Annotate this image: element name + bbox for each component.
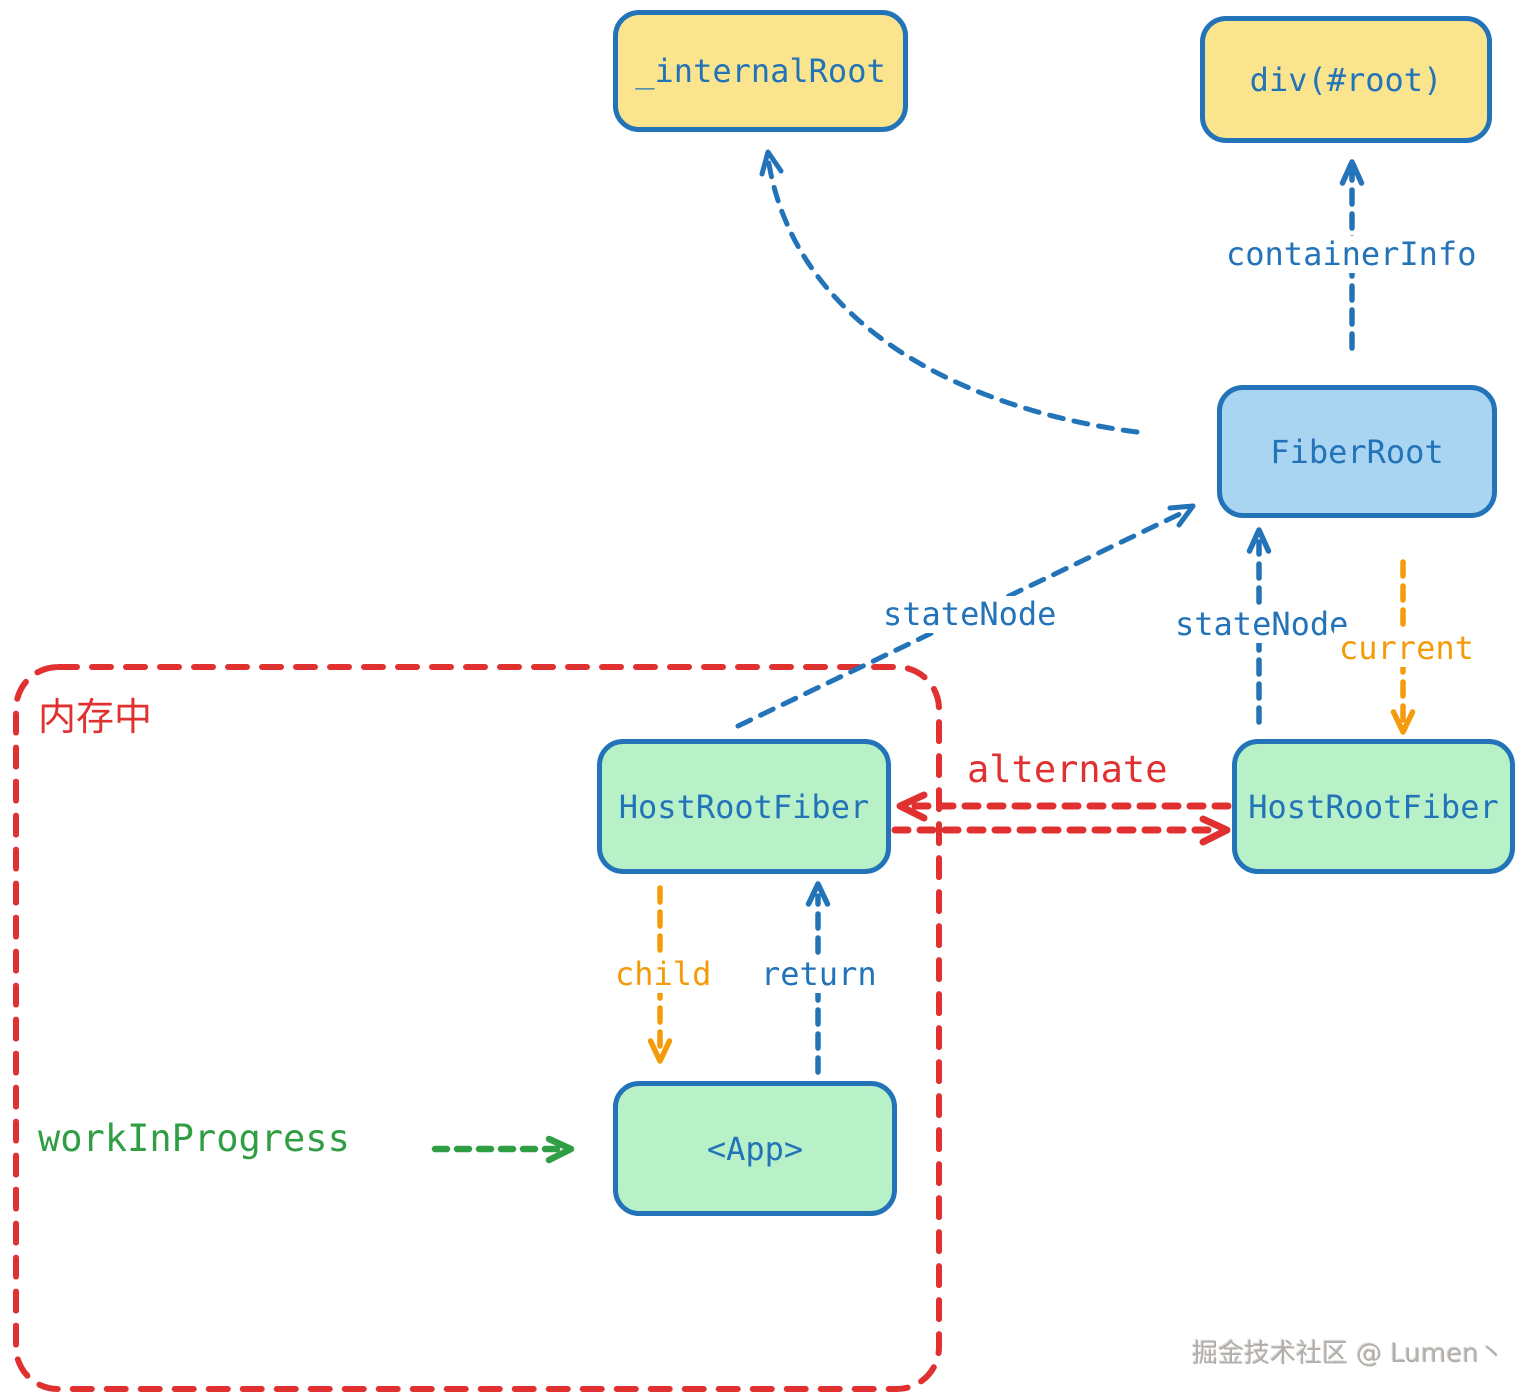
label-memory-region: 内存中 <box>38 695 153 739</box>
arrow-alternate-right <box>891 815 1231 846</box>
label-statenode-right: stateNode <box>1170 606 1354 644</box>
label-alternate: alternate <box>962 749 1173 792</box>
memory-region-outline <box>13 664 942 1392</box>
node-internal-root: _internalRoot <box>613 10 908 132</box>
arrow-workinprogress <box>431 1135 575 1164</box>
node-app: <App> <box>613 1081 897 1216</box>
node-host-root-fiber-current: HostRootFiber <box>1232 739 1515 874</box>
label-statenode-left: stateNode <box>878 596 1062 634</box>
arrow-alternate-left <box>896 791 1232 822</box>
label-return: return <box>756 956 882 994</box>
arrow-statenode-right <box>1246 527 1272 725</box>
label-current: current <box>1334 630 1479 668</box>
label-container-info: containerInfo <box>1221 236 1482 274</box>
arrow-statenode-left <box>735 503 1196 729</box>
arrow-fiberroot-to-internalroot <box>759 149 1140 435</box>
watermark: 掘金技术社区 @ Lumen丶 <box>1192 1339 1505 1369</box>
node-host-root-fiber-wip: HostRootFiber <box>597 739 891 874</box>
node-div-root: div(#root) <box>1200 16 1492 143</box>
label-work-in-progress: workInProgress <box>38 1117 350 1160</box>
node-fiber-root: FiberRoot <box>1217 385 1497 518</box>
label-child: child <box>610 956 717 994</box>
